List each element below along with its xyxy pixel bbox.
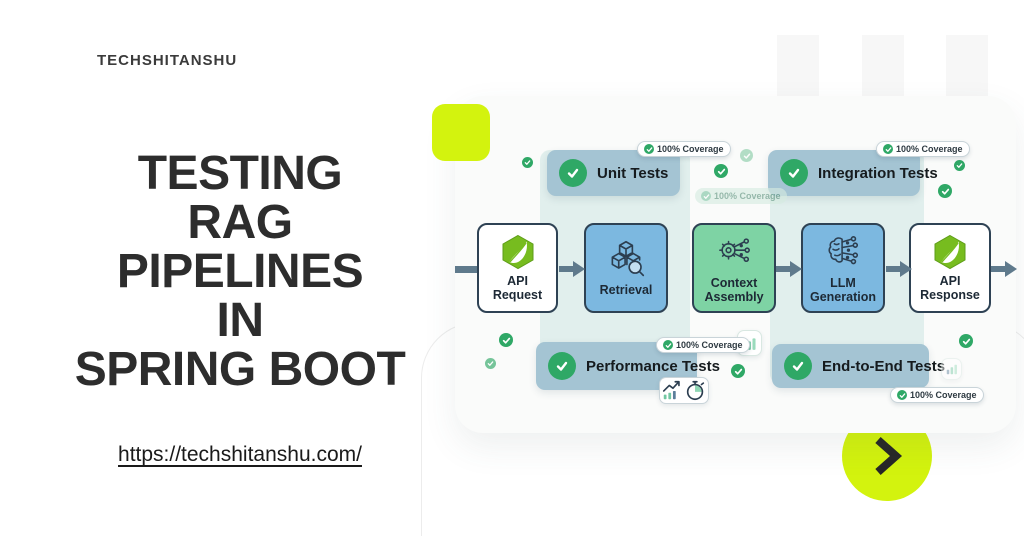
node-label: Retrieval xyxy=(599,283,653,297)
title-line-4: IN xyxy=(216,294,265,347)
node-label: LLM Generation xyxy=(810,276,876,304)
flow-line xyxy=(455,266,477,273)
check-icon xyxy=(883,144,893,154)
decor-bar xyxy=(946,35,988,96)
trend-stopwatch-icon xyxy=(662,380,705,401)
coverage-text: 100% Coverage xyxy=(676,340,743,350)
coverage-text: 100% Coverage xyxy=(896,144,963,154)
check-icon xyxy=(522,157,533,168)
decor-bar xyxy=(862,35,904,96)
node-api-response: API Response xyxy=(909,223,991,313)
check-icon xyxy=(701,191,711,201)
node-label: Context Assembly xyxy=(704,276,764,304)
arrow-right-icon xyxy=(991,261,1017,277)
check-icon xyxy=(559,159,587,187)
title-line-1: TESTING xyxy=(137,147,343,200)
check-icon xyxy=(897,390,907,400)
test-label: Unit Tests xyxy=(597,164,669,182)
coverage-text: 100% Coverage xyxy=(657,144,724,154)
title-line-3: PIPELINES xyxy=(116,245,364,298)
chevron-right-icon xyxy=(875,437,903,475)
decor-accent-square xyxy=(432,104,490,161)
check-icon xyxy=(784,352,812,380)
end-to-end-tests-card: End-to-End Tests xyxy=(772,344,945,388)
coverage-badge: 100% Coverage xyxy=(656,337,750,353)
test-label: End-to-End Tests xyxy=(822,357,946,375)
check-icon xyxy=(548,352,576,380)
check-icon xyxy=(938,184,952,198)
coverage-text: 100% Coverage xyxy=(714,191,781,201)
node-label: API Response xyxy=(920,274,980,302)
cubes-search-icon xyxy=(611,240,645,277)
node-retrieval: Retrieval xyxy=(584,223,668,313)
coverage-text: 100% Coverage xyxy=(910,390,977,400)
check-icon xyxy=(499,333,513,347)
check-icon xyxy=(663,340,673,350)
check-icon xyxy=(780,159,808,187)
integration-tests-card: Integration Tests xyxy=(768,150,938,196)
check-icon xyxy=(644,144,654,154)
check-icon xyxy=(485,358,496,369)
bar-chart-icon xyxy=(941,358,962,380)
node-api-request: API Request xyxy=(477,223,558,313)
arrow-right-icon xyxy=(886,261,912,277)
test-label: Performance Tests xyxy=(586,357,720,375)
test-label: Integration Tests xyxy=(818,164,938,182)
node-llm-generation: LLM Generation xyxy=(801,223,885,313)
coverage-badge: 100% Coverage xyxy=(890,387,984,403)
gear-circuit-icon xyxy=(719,238,750,263)
check-icon xyxy=(959,334,973,348)
check-icon xyxy=(954,160,965,171)
website-link[interactable]: https://techshitanshu.com/ xyxy=(118,443,362,466)
rag-pipeline-diagram: Unit Tests Integration Tests Performance… xyxy=(455,96,1017,433)
brand-logo: TECHSHITANSHU xyxy=(97,52,238,69)
title-line-5: SPRING BOOT xyxy=(74,343,406,396)
title-line-2: RAG xyxy=(187,196,293,249)
check-icon xyxy=(714,164,728,178)
decor-bar xyxy=(777,35,819,96)
unit-tests-card: Unit Tests xyxy=(547,150,680,196)
node-label: API Request xyxy=(492,274,543,302)
spring-leaf-icon xyxy=(502,234,533,270)
arrow-right-icon xyxy=(559,261,585,277)
spring-leaf-icon xyxy=(934,234,966,270)
coverage-badge-faded: 100% Coverage xyxy=(695,188,787,204)
performance-metrics-icon xyxy=(659,377,709,404)
check-icon xyxy=(731,364,745,378)
arrow-right-icon xyxy=(776,261,802,277)
coverage-badge: 100% Coverage xyxy=(876,141,970,157)
check-icon xyxy=(740,149,753,162)
coverage-badge: 100% Coverage xyxy=(637,141,731,157)
page-title: TESTING RAG PIPELINES IN SPRING BOOT xyxy=(40,149,440,394)
node-context-assembly: Context Assembly xyxy=(692,223,776,313)
brain-circuit-icon xyxy=(828,236,859,265)
